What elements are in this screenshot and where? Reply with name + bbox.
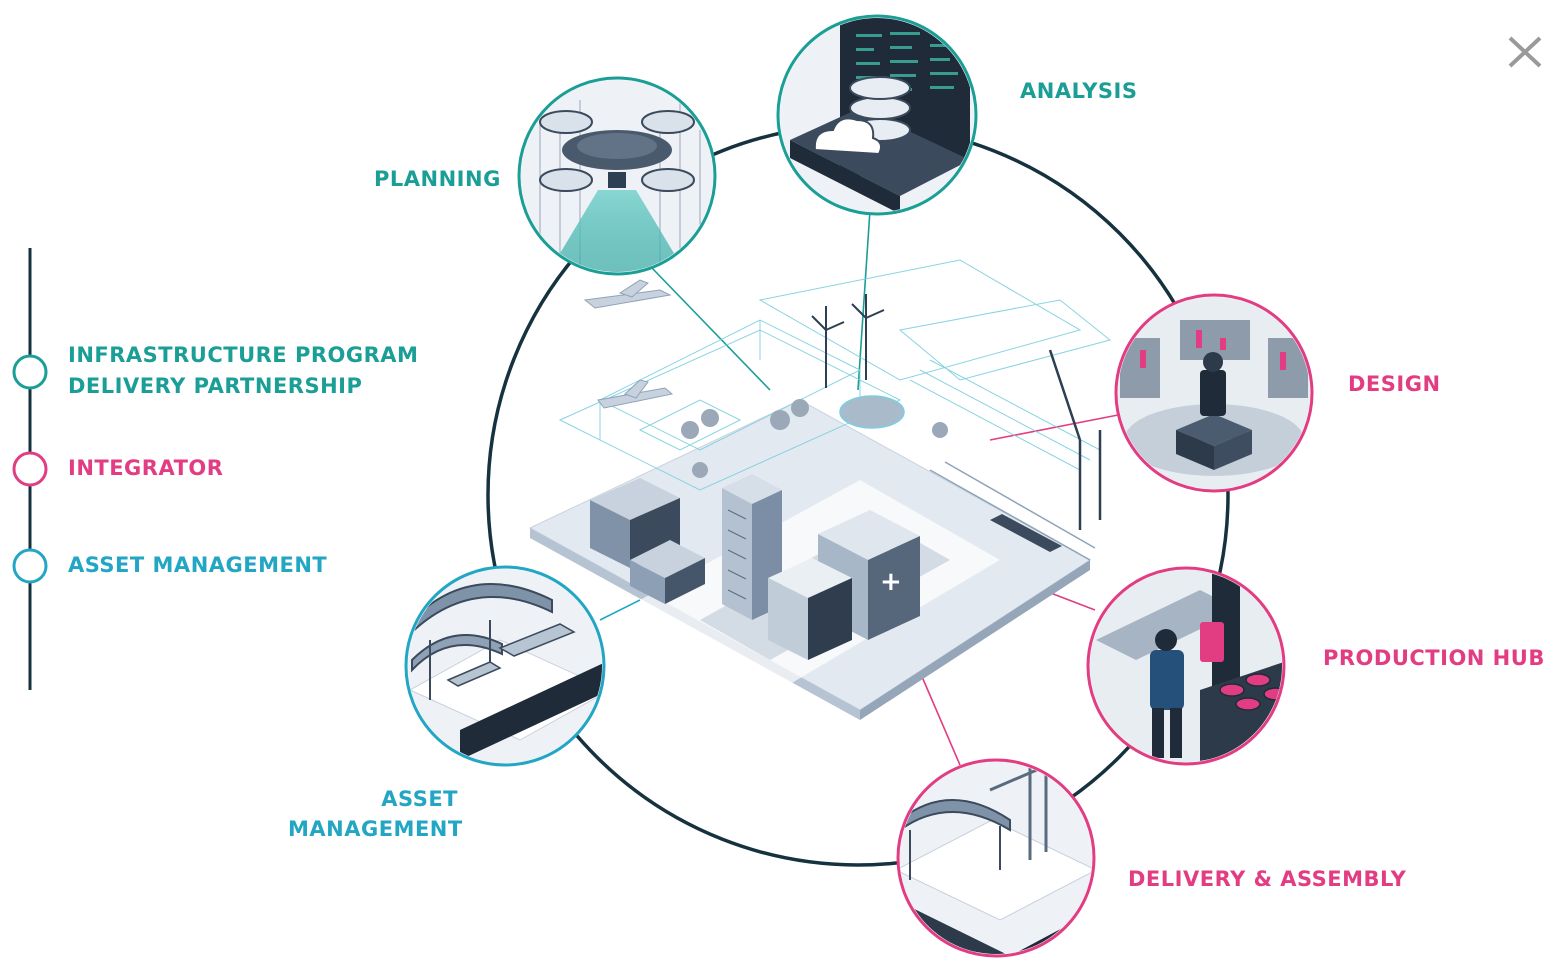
svg-text:+: + bbox=[880, 567, 902, 597]
legend-marker-cyan bbox=[12, 548, 48, 584]
stage-label-production-hub: PRODUCTION HUB bbox=[1323, 646, 1543, 670]
legend-label-ipdp-line2: DELIVERY PARTNERSHIP bbox=[68, 374, 363, 398]
legend-label-ipdp: INFRASTRUCTURE PROGRAM DELIVERY PARTNERS… bbox=[68, 340, 418, 402]
legend-marker-pink bbox=[12, 451, 48, 487]
stage-label-planning: PLANNING bbox=[374, 167, 501, 191]
legend-timeline bbox=[12, 248, 48, 690]
close-icon bbox=[1508, 36, 1542, 68]
legend-label-ipdp-line1: INFRASTRUCTURE PROGRAM bbox=[68, 343, 419, 367]
legend-label-asset-management: ASSET MANAGEMENT bbox=[68, 553, 328, 577]
city-illustration: + bbox=[528, 259, 1112, 720]
stage-label-asset-line1: ASSET bbox=[381, 787, 458, 811]
close-button[interactable] bbox=[1506, 30, 1543, 74]
legend-label-integrator: INTEGRATOR bbox=[68, 456, 224, 480]
delivery-assembly-bubble[interactable] bbox=[896, 758, 1096, 965]
asset-management-bubble[interactable] bbox=[404, 565, 610, 767]
stage-label-asset-management: ASSET MANAGEMENT bbox=[288, 784, 463, 844]
stage-label-design: DESIGN bbox=[1348, 372, 1441, 396]
stage-label-analysis: ANALYSIS bbox=[1020, 79, 1138, 103]
analysis-bubble[interactable] bbox=[776, 10, 978, 216]
stage-label-asset-line2: MANAGEMENT bbox=[288, 817, 463, 841]
design-bubble[interactable] bbox=[1114, 293, 1314, 493]
planning-bubble[interactable] bbox=[517, 76, 717, 280]
connector-lines bbox=[599, 209, 1119, 766]
stage-label-delivery-assembly: DELIVERY & ASSEMBLY bbox=[1128, 867, 1407, 891]
production-hub-bubble[interactable] bbox=[1086, 566, 1290, 770]
legend-marker-teal bbox=[12, 354, 48, 390]
